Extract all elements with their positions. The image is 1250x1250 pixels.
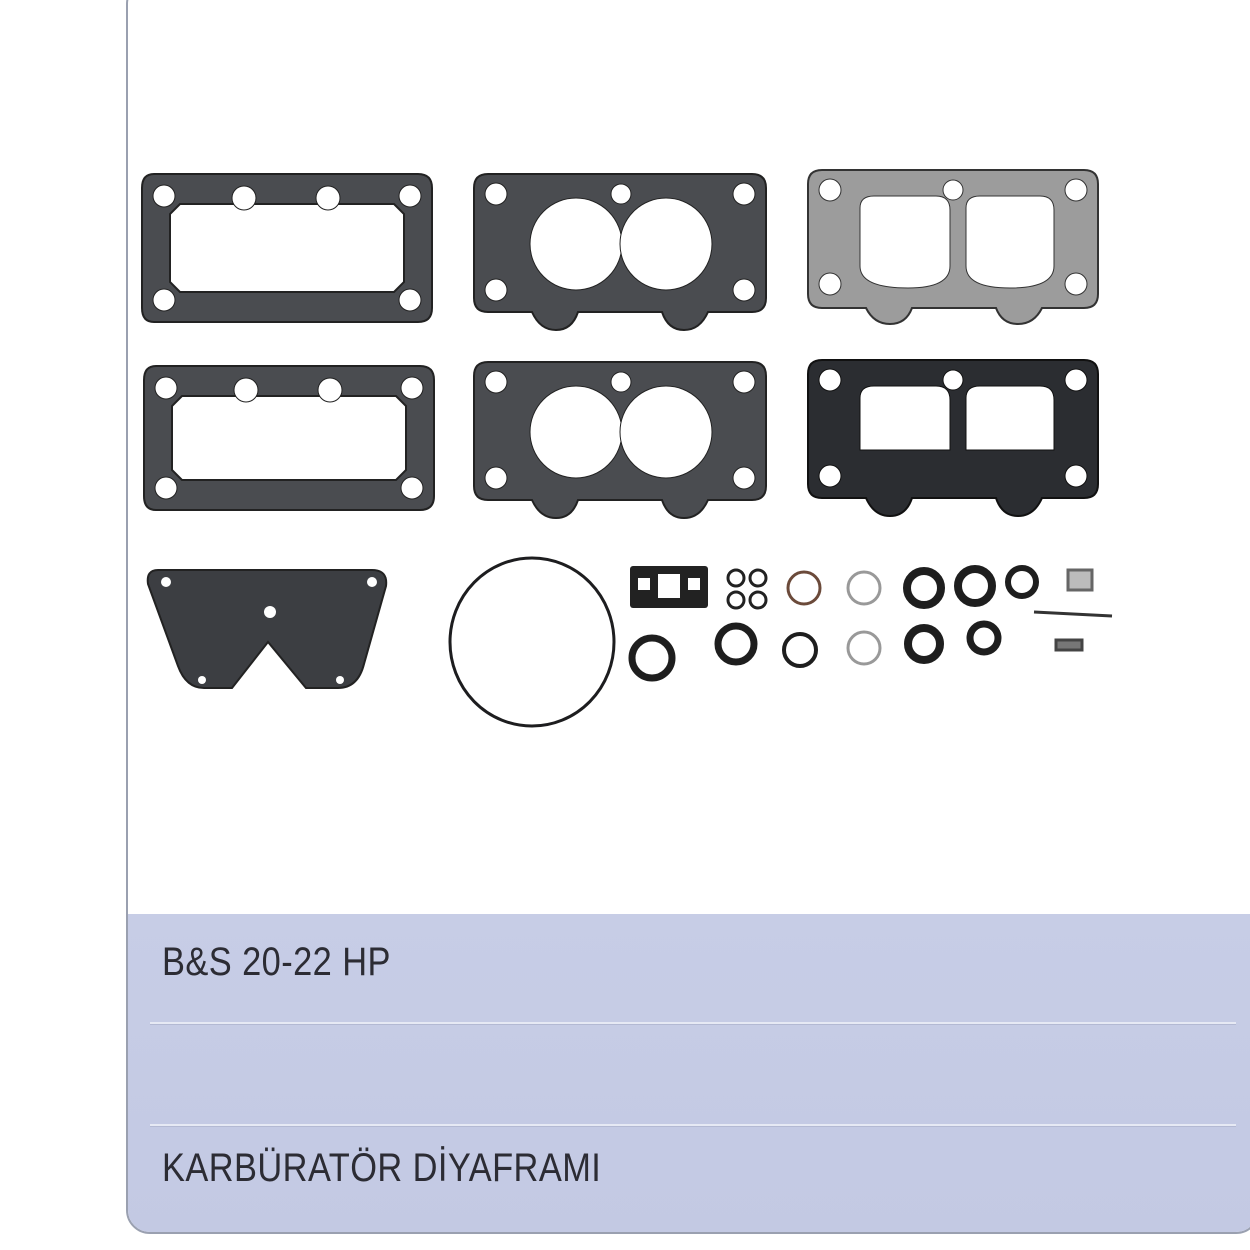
o-ring-large bbox=[448, 556, 616, 728]
diaphragm-plate bbox=[146, 569, 388, 689]
product-info-panel bbox=[128, 914, 1250, 1232]
rect-gasket-top-left bbox=[141, 173, 433, 323]
needle-and-screw bbox=[1033, 568, 1113, 652]
product-card[interactable]: B&S 20-22 HP KARBÜRATÖR DİYAFRAMI bbox=[126, 0, 1250, 1234]
divider-2 bbox=[150, 1124, 1236, 1127]
divider-1 bbox=[150, 1022, 1236, 1025]
manifold-gasket-top-center bbox=[473, 173, 767, 332]
gasket-kit-photo bbox=[141, 169, 1113, 728]
washer-set bbox=[628, 565, 1039, 682]
manifold-gasket-top-right bbox=[807, 169, 1099, 326]
manifold-gasket-middle-center bbox=[473, 361, 767, 520]
rect-gasket-middle-left bbox=[143, 365, 435, 511]
small-gasket-holes bbox=[726, 568, 768, 610]
small-gasket-square bbox=[630, 566, 708, 608]
model-line-text: B&S 20-22 HP bbox=[162, 940, 391, 984]
part-name-text: KARBÜRATÖR DİYAFRAMI bbox=[162, 1146, 602, 1190]
manifold-gasket-middle-right bbox=[807, 359, 1099, 518]
